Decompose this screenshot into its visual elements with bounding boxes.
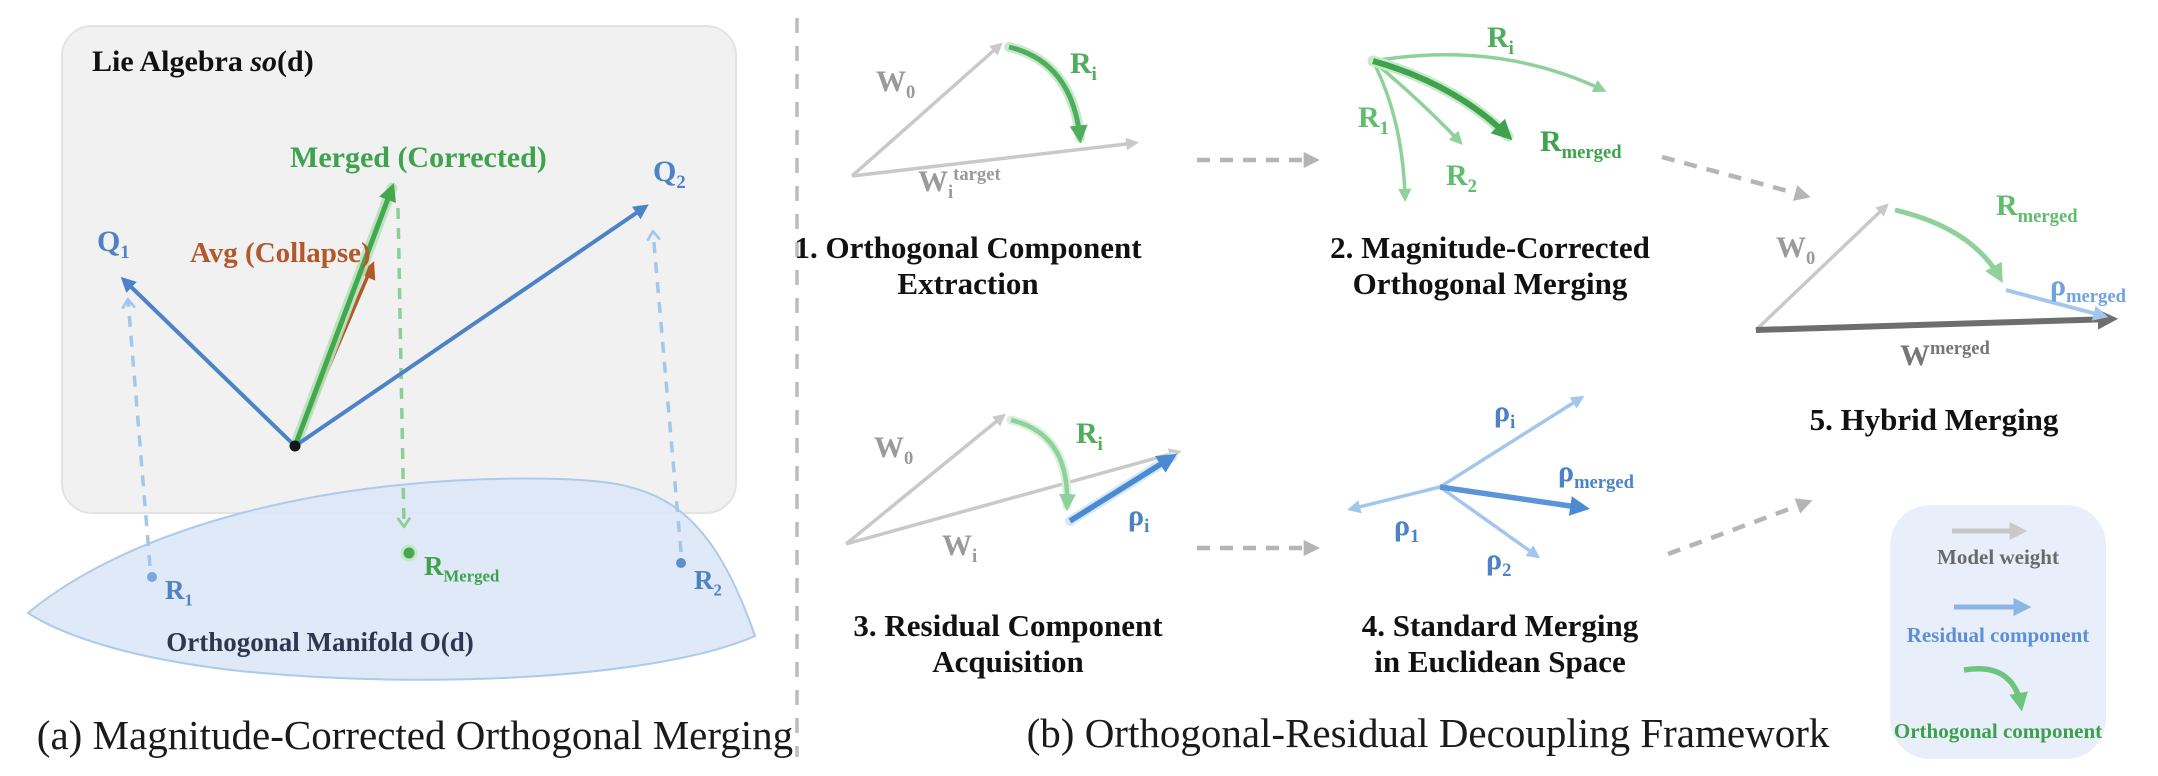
- avg-collapse-label: Avg (Collapse): [190, 237, 371, 269]
- step3-w0-label: W0: [874, 431, 914, 469]
- r2-label: R2: [694, 565, 722, 600]
- step1-wtarget-arrow: [851, 137, 1139, 178]
- step2-r1-label: R1: [1358, 101, 1389, 139]
- legend-orthogonal-arrow: [1963, 666, 2028, 712]
- q2-label: Q2: [653, 155, 686, 193]
- step1-ri-label: Ri: [1070, 47, 1097, 85]
- step2-to-step5-dashed-arrow: [1661, 154, 1811, 201]
- step3-wi-arrow: [845, 448, 1182, 546]
- step2-ri-curve: [1372, 53, 1607, 93]
- step5-title: 5. Hybrid Merging: [1809, 402, 2059, 437]
- step3-title-line2: Acquisition: [932, 644, 1084, 679]
- step3-rhoi-label: ρi: [1128, 499, 1150, 537]
- q1-label: Q1: [97, 225, 130, 263]
- step5-wmerged-label: Wmerged: [1900, 338, 1990, 372]
- r2-to-q2-dashed-arrow: [646, 229, 683, 553]
- step2-ri-label: Ri: [1487, 21, 1514, 59]
- step5-rmerged-label: Rmerged: [1996, 189, 2078, 227]
- rmerged-dot: [403, 547, 415, 559]
- q2-arrow: [293, 204, 649, 448]
- step4-rhoi-arrow: [1439, 395, 1585, 489]
- step5-wmerged-arrow: [1755, 309, 2119, 333]
- step3-ri-label: Ri: [1076, 417, 1103, 455]
- step3-w0-arrow: [844, 413, 1006, 546]
- r1-label: R1: [165, 575, 193, 610]
- step2-rmerged-curve-glow: [1367, 55, 1514, 142]
- step4-rhomerged-label: ρmerged: [1558, 455, 1634, 493]
- step3-wi-label: Wi: [942, 529, 978, 567]
- fraktur-so: so: [250, 45, 278, 78]
- step1-wtarget-label: Witarget: [918, 164, 1001, 203]
- merged-corrected-label: Merged (Corrected): [290, 141, 547, 174]
- lie-algebra-title: Lie Algebra so(d): [92, 45, 314, 78]
- step4-rhomerged-arrow: [1439, 484, 1590, 516]
- legend-model-weight-label: Model weight: [1937, 545, 2059, 569]
- step1-w0-arrow: [850, 42, 1003, 178]
- step4-rho2-label: ρ2: [1486, 543, 1512, 581]
- legend-box: [1890, 505, 2106, 759]
- rmerged-label: RMerged: [424, 551, 500, 586]
- legend-orthogonal-label: Orthogonal component: [1893, 719, 2103, 743]
- step2-r1-curve: [1371, 60, 1412, 202]
- step1-ri-curve: [1008, 44, 1088, 144]
- step2-r2-label: R2: [1446, 159, 1477, 197]
- step5-w0-arrow: [1754, 203, 1889, 332]
- step2-title-line2: Orthogonal Merging: [1352, 266, 1628, 301]
- step3-rhoi-arrow: [1068, 453, 1178, 524]
- r2-dot: [676, 558, 686, 568]
- step1-title-line1: 1. Orthogonal Component: [794, 230, 1142, 265]
- step2-title-line1: 2. Magnitude-Corrected: [1330, 230, 1650, 265]
- step5-rmerged-curve: [1894, 207, 2003, 283]
- r1-to-q1-dashed-arrow: [121, 297, 152, 567]
- step4-title-line2: in Euclidean Space: [1374, 644, 1626, 679]
- step4-rho1-label: ρ1: [1394, 509, 1420, 547]
- step4-rhoi-label: ρi: [1494, 395, 1516, 433]
- step2-rmerged-label: Rmerged: [1540, 125, 1622, 163]
- step5-w0-label: W0: [1776, 231, 1816, 269]
- merged-corrected-arrow: [292, 182, 396, 447]
- step4-rho2-arrow: [1438, 485, 1541, 559]
- origin-dot: [289, 440, 301, 452]
- merged-to-rmerged-dashed-arrow: [396, 207, 411, 529]
- step1-w0-label: W0: [876, 65, 916, 103]
- step4-to-step5-dashed-arrow: [1667, 498, 1813, 557]
- step3-title-line1: 3. Residual Component: [853, 608, 1163, 643]
- caption-panel-b: (b) Orthogonal-Residual Decoupling Frame…: [1026, 710, 1830, 756]
- orthogonal-manifold-label: Orthogonal Manifold O(d): [166, 627, 474, 657]
- step1-title-line2: Extraction: [897, 266, 1039, 301]
- step5-rhomerged-arrow: [2005, 288, 2109, 321]
- step2-rmerged-curve: [1372, 58, 1513, 141]
- caption-panel-a: (a) Magnitude-Corrected Orthogonal Mergi…: [36, 712, 794, 758]
- legend-residual-label: Residual component: [1906, 623, 2090, 647]
- q1-arrow: [120, 276, 297, 448]
- step3-ri-curve: [1010, 417, 1077, 512]
- step4-rho1-arrow: [1347, 485, 1441, 514]
- orthogonal-manifold-shape: [26, 477, 757, 681]
- step4-title-line1: 4. Standard Merging: [1361, 608, 1639, 643]
- r1-dot: [147, 572, 157, 582]
- step5-rhomerged-label: ρmerged: [2050, 269, 2126, 307]
